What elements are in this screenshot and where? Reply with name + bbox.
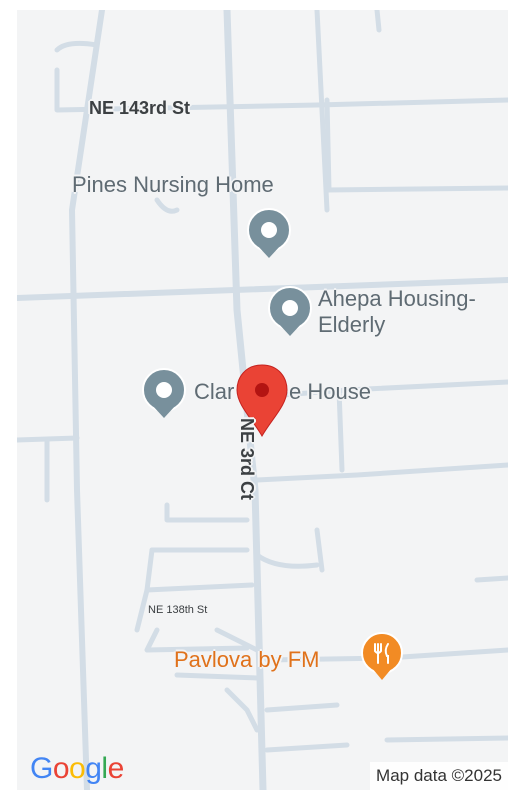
poi-marker-ahepa[interactable] (268, 286, 312, 336)
logo-letter: g (85, 752, 102, 785)
logo-letter: e (107, 752, 125, 785)
logo-letter: l (101, 752, 108, 785)
road (144, 582, 255, 593)
road (474, 575, 508, 583)
google-logo[interactable]: Google (30, 752, 124, 786)
logo-letter: o (52, 752, 70, 785)
street-label-ne-3rd-ct: NE 3rd Ct (237, 418, 257, 501)
poi-marker-pines[interactable] (247, 208, 291, 258)
road (214, 627, 260, 653)
fork-knife-icon[interactable] (361, 632, 403, 680)
road (54, 40, 100, 53)
poi-label-ahepa-line2[interactable]: Elderly (318, 312, 386, 337)
road (224, 687, 260, 733)
road (324, 185, 508, 193)
street-label-ne-143rd: NE 143rd St (89, 98, 191, 118)
logo-letter: o (69, 752, 86, 785)
poi-label-pavlova[interactable]: Pavlova by FM (174, 647, 320, 672)
road (384, 735, 508, 743)
poi-label-clar-left[interactable]: Clar (194, 379, 235, 404)
road (254, 552, 320, 569)
poi-label-ahepa-line1[interactable]: Ahepa Housing- (318, 286, 476, 311)
road (164, 502, 250, 523)
street-label-ne-138th: NE 138th St (148, 604, 208, 616)
road (174, 672, 260, 681)
poi-label-pines[interactable]: Pines Nursing Home (72, 172, 274, 197)
map-attribution[interactable]: Map data ©2025 (370, 762, 508, 790)
poi-label-clar-right[interactable]: e House (289, 379, 371, 404)
road (54, 67, 508, 113)
road-network (17, 10, 508, 790)
road (17, 277, 508, 301)
road (144, 627, 250, 653)
road (264, 742, 350, 753)
map-canvas[interactable]: NE 143rd St NE 3rd Ct NE 138th St Pines … (17, 10, 508, 790)
road (154, 197, 180, 214)
road (264, 702, 340, 713)
logo-letter: G (30, 752, 53, 785)
road (336, 387, 345, 473)
road (314, 527, 325, 573)
road (254, 462, 508, 483)
road (374, 10, 382, 33)
road (69, 10, 105, 790)
poi-marker-clar-house[interactable] (142, 368, 186, 418)
location-pin-icon[interactable] (236, 364, 288, 438)
road (324, 97, 332, 193)
road (314, 10, 330, 213)
